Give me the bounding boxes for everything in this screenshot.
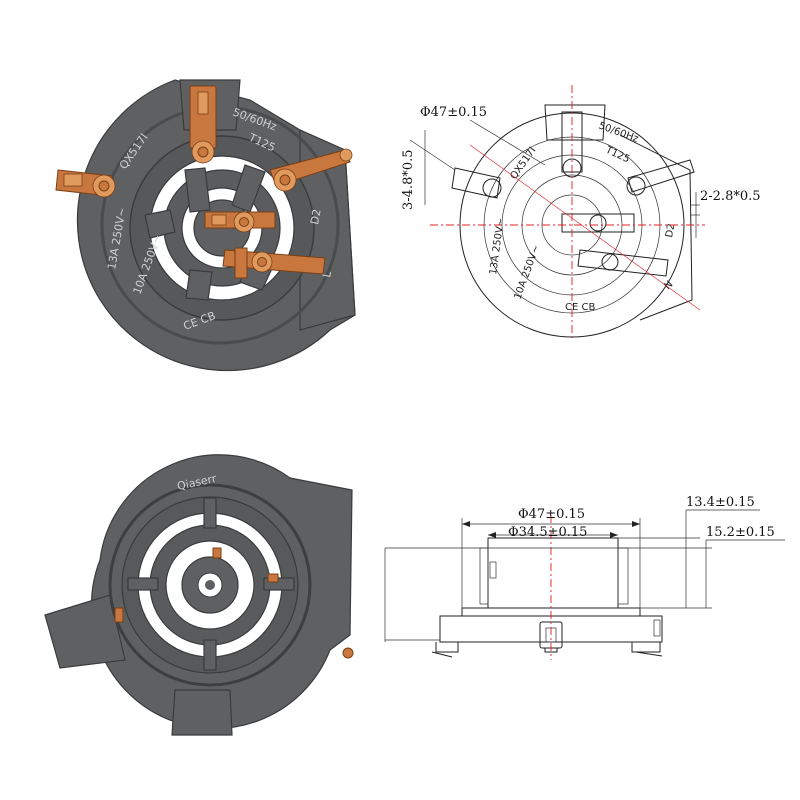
bottom-view-render: Qiaserr [44,454,354,736]
dim-side-inner-diameter: Φ34.5±0.15 [508,525,587,540]
terminal-left [55,169,116,198]
terminal-top [189,85,217,164]
side-view-drawing: Φ47±0.15 Φ34.5±0.15 13.4±0.15 15.2±0.15 [384,495,785,660]
terminal-right [269,148,353,192]
label-n: N [662,279,675,292]
dim-height-b: 15.2±0.15 [706,525,775,540]
terminal-bottom [222,247,326,279]
label-rating-a: 13A 250V~ [488,217,507,275]
dim-top-diameter: Φ47±0.15 [420,105,487,120]
label-freq: 50/60Hz [597,120,640,145]
terminal-center [204,211,276,233]
label-model: QX517I [508,145,538,181]
label-d2: D2 [664,223,677,239]
top-view-render: 50/60Hz T125 QX517I 13A 250V~ 10A 250V~ … [55,79,356,372]
label-l-render: L [320,269,334,278]
dim-side-outer-diameter: Φ47±0.15 [518,507,585,522]
label-d2-render: D2 [308,208,323,225]
dim-pin-spec: 2-2.8*0.5 [700,189,761,204]
dim-height-a: 13.4±0.15 [686,495,755,510]
label-rating-b: 10A 250V~ [512,244,542,301]
label-temp: T125 [603,144,631,165]
dim-slot-width: 3-4.8*0.5 [401,149,416,210]
label-marks: CE CB [565,302,595,313]
top-view-drawing: 50/60Hz T125 QX517I 13A 250V~ 10A 250V~ … [401,85,761,340]
